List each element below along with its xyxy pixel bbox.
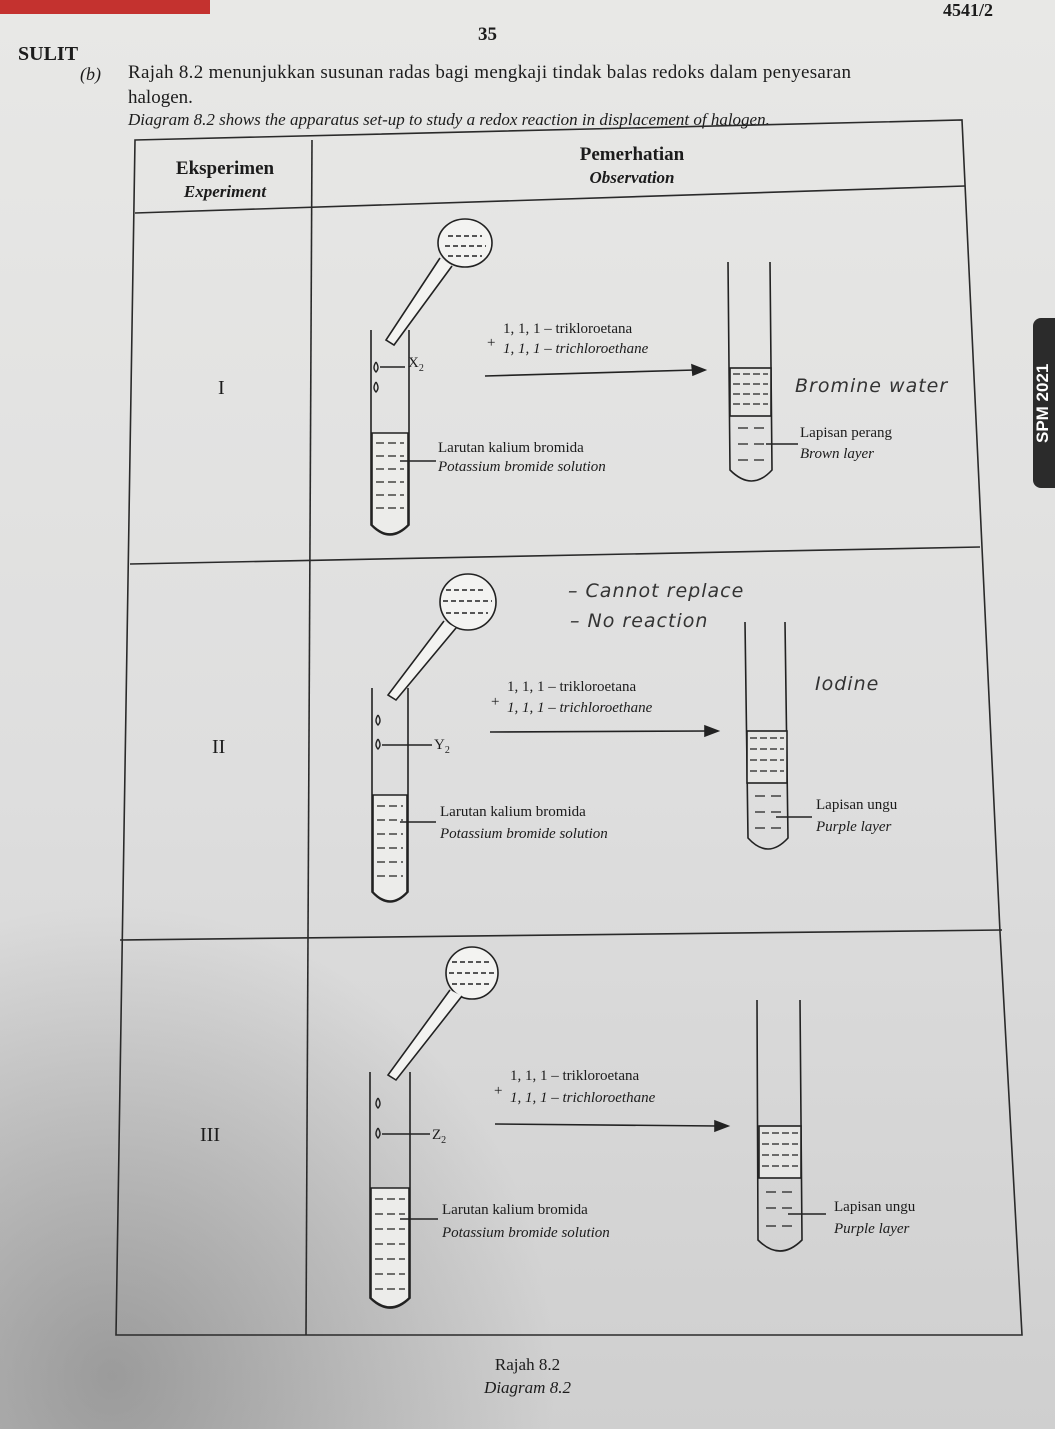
solvent-ms-1: 1, 1, 1 – trikloroetana xyxy=(503,321,633,337)
result-tube-3 xyxy=(756,999,803,1252)
layer-ms-1: Lapisan perang xyxy=(800,425,893,441)
halogen-X-label: X2 xyxy=(408,355,424,374)
experiment-I-label: I xyxy=(218,377,225,399)
result-tube-1 xyxy=(727,261,773,482)
plus-sign-3: + xyxy=(494,1083,503,1099)
caption-en: Diagram 8.2 xyxy=(484,1378,571,1397)
dropper-Z xyxy=(386,946,499,1082)
solution-en-3: Potassium bromide solution xyxy=(442,1225,610,1241)
arrow-2 xyxy=(489,724,721,738)
halogen-Z-label: Z2 xyxy=(432,1127,447,1146)
table-grid xyxy=(115,119,1023,1336)
drop-2 xyxy=(375,714,381,750)
dropper-X xyxy=(384,218,493,347)
paper-code: 4541/2 xyxy=(942,0,993,20)
dropper-Y xyxy=(386,573,497,702)
solvent-en-1: 1, 1, 1 – trichloroethane xyxy=(503,341,649,357)
plus-sign-2: + xyxy=(491,694,500,710)
handwritten-note-iodine: Iodine xyxy=(815,673,880,695)
red-tab xyxy=(0,0,210,14)
page-number: 35 xyxy=(478,24,497,45)
solvent-en-3: 1, 1, 1 – trichloroethane xyxy=(510,1090,656,1106)
solution-ms-2: Larutan kalium bromida xyxy=(440,804,586,820)
handwritten-note-no-reaction: – No reaction xyxy=(570,610,709,632)
drop-3 xyxy=(375,1097,381,1139)
classification-label: SULIT xyxy=(18,43,79,65)
layer-ms-2: Lapisan ungu xyxy=(816,797,898,813)
question-text-ms-line2: halogen. xyxy=(128,87,193,108)
test-tube-3 xyxy=(369,1072,411,1309)
arrow-1 xyxy=(484,363,708,377)
handwritten-note-cannot-replace: – Cannot replace xyxy=(568,580,745,602)
solution-en-1: Potassium bromide solution xyxy=(438,459,606,475)
layer-en-1: Brown layer xyxy=(800,446,875,462)
layer-ms-3: Lapisan ungu xyxy=(834,1199,916,1215)
test-tube-1 xyxy=(370,330,410,536)
experiment-III-label: III xyxy=(200,1124,220,1146)
handwritten-note-bromine-water: Bromine water xyxy=(795,375,949,397)
test-tube-2 xyxy=(371,688,409,903)
layer-en-2: Purple layer xyxy=(816,819,892,835)
solvent-ms-3: 1, 1, 1 – trikloroetana xyxy=(510,1068,640,1084)
question-label: (b) xyxy=(80,64,101,84)
experiment-II-label: II xyxy=(212,736,226,758)
question-text-en: Diagram 8.2 shows the apparatus set-up t… xyxy=(128,110,770,129)
question-text-ms-line1: Rajah 8.2 menunjukkan susunan radas bagi… xyxy=(128,62,852,83)
col-header-experiment-ms: Eksperimen xyxy=(175,158,275,179)
col-header-observation-ms: Pemerhatian xyxy=(579,144,685,165)
result-tube-2 xyxy=(744,621,789,850)
solution-en-2: Potassium bromide solution xyxy=(440,826,608,842)
solvent-ms-2: 1, 1, 1 – trikloroetana xyxy=(507,679,637,695)
col-header-observation-en: Observation xyxy=(589,168,675,187)
col-header-experiment-en: Experiment xyxy=(183,182,267,201)
halogen-Y-label: Y2 xyxy=(434,737,450,756)
solution-ms-1: Larutan kalium bromida xyxy=(438,440,584,456)
layer-en-3: Purple layer xyxy=(834,1221,910,1237)
arrow-3 xyxy=(494,1119,731,1133)
solvent-en-2: 1, 1, 1 – trichloroethane xyxy=(507,700,653,716)
caption-ms: Rajah 8.2 xyxy=(494,1355,561,1374)
plus-sign-1: + xyxy=(487,335,496,351)
solution-ms-3: Larutan kalium bromida xyxy=(442,1202,588,1218)
drop-1 xyxy=(373,361,379,393)
